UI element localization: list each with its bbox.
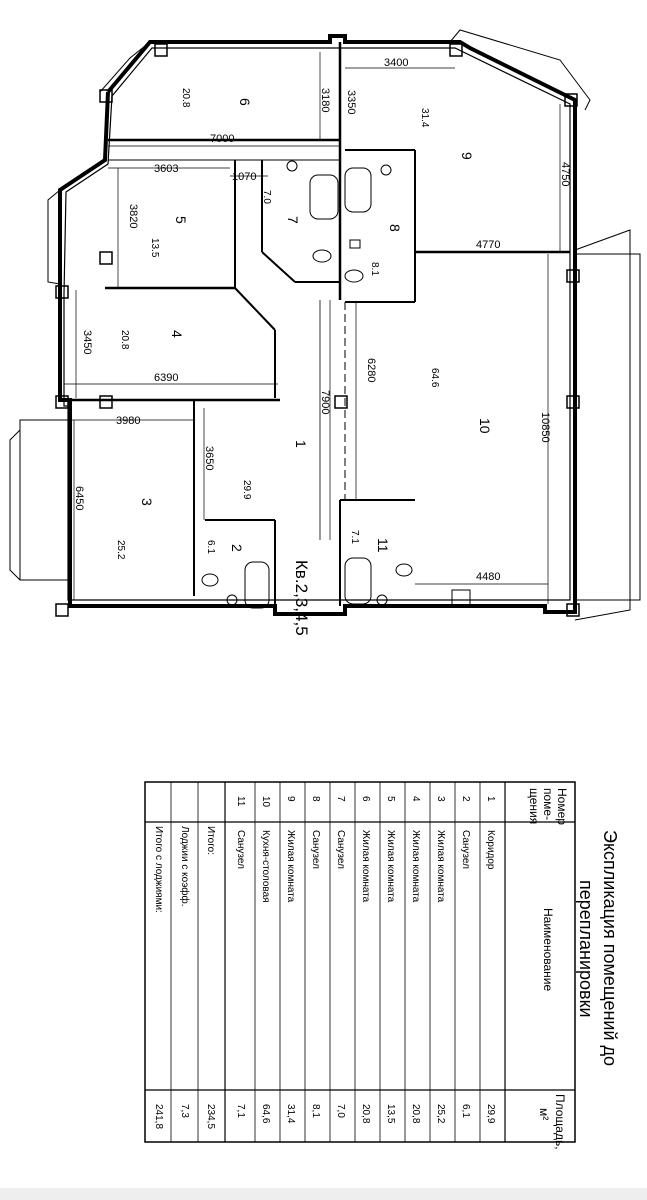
table-title: Экспликация помещений до перепланировки <box>576 830 620 1066</box>
dimension-label: 3980 <box>116 415 140 427</box>
table-row-area: 31,4 <box>285 1104 296 1124</box>
table-total-area: 234,5 <box>205 1104 216 1129</box>
table-row-name: Кухня-столовая <box>260 830 271 903</box>
room-area: 20.8 <box>119 330 130 350</box>
dimension-label: 3820 <box>127 204 139 228</box>
table-row-name: Санузел <box>310 830 321 869</box>
dimension-label: 3450 <box>81 330 93 354</box>
table-row-area: 13,5 <box>385 1104 396 1124</box>
header-area-unit: м² <box>537 1108 551 1120</box>
table-row-area: 6,1 <box>460 1104 471 1118</box>
room-number: 9 <box>459 152 475 160</box>
table-row-num: 5 <box>385 796 396 802</box>
table-row-area: 7,0 <box>335 1104 346 1118</box>
table-row-area: 20,8 <box>360 1104 371 1124</box>
dimension-label: 1070 <box>232 171 256 183</box>
table-row-area: 29,9 <box>485 1104 496 1124</box>
room-number: 1 <box>293 440 309 448</box>
table-row-name: Коридор <box>485 830 496 870</box>
dimension-label: 3350 <box>345 90 357 114</box>
table-row-name: Санузел <box>335 830 346 869</box>
bottom-scrollbar[interactable] <box>0 1188 647 1200</box>
table-row-name: Жилая комната <box>285 830 296 903</box>
table-row-num: 3 <box>435 796 446 802</box>
table-row-num: 1 <box>485 796 496 802</box>
table-title-line1: Экспликация помещений до <box>600 830 620 1066</box>
table-row-num: 10 <box>260 796 271 808</box>
room-number: 7 <box>285 216 301 224</box>
outer-wall <box>58 34 577 616</box>
dimension-label: 4480 <box>476 571 500 583</box>
table-row-num: 8 <box>310 796 321 802</box>
table-row-num: 4 <box>410 796 421 802</box>
table-row-num: 11 <box>235 796 246 807</box>
dimension-label: 7900 <box>319 390 331 414</box>
table-row-name: Жилая комната <box>360 830 371 903</box>
table-row-name: Жилая комната <box>410 830 421 903</box>
header-num: Номер <box>555 788 569 825</box>
room-number: 4 <box>169 330 185 338</box>
dimension-label: 4750 <box>559 162 571 186</box>
table-title-line2: перепланировки <box>576 880 596 1018</box>
flat-label: Кв.2,3,4,5 <box>292 560 311 636</box>
floor-plan: 6 20.8 9 31.4 5 13.5 7 7.0 8 8.1 4 20.8 … <box>9 29 641 636</box>
table-row-name: Санузел <box>460 830 471 869</box>
dimension-label: 10850 <box>539 412 551 443</box>
dimension-label: 7000 <box>210 133 234 145</box>
header-num-3: щения <box>527 788 541 824</box>
header-area: Площадь, <box>553 1094 567 1150</box>
table-row-area: 8,1 <box>310 1104 321 1118</box>
dimension-label: 6450 <box>73 486 85 510</box>
room-number: 6 <box>237 98 253 106</box>
room-area: 13.5 <box>149 238 160 258</box>
room-area: 25.2 <box>115 540 126 560</box>
table-row-num: 2 <box>460 796 471 802</box>
dimension-label: 6390 <box>154 372 178 384</box>
room-area: 29.9 <box>241 480 252 500</box>
room-area: 7.0 <box>261 190 272 204</box>
room-area: 31.4 <box>419 108 430 128</box>
room-area: 6.1 <box>205 540 216 554</box>
table-row-area: 20,8 <box>410 1104 421 1124</box>
dimension-label: 3603 <box>154 163 178 175</box>
dimension-label: 6280 <box>365 358 377 382</box>
table-row-area: 7,1 <box>235 1104 246 1118</box>
table-row-num: 9 <box>285 796 296 802</box>
room-number: 5 <box>173 216 189 224</box>
table-row-name: Жилая комната <box>385 830 396 903</box>
header-num-2: поме- <box>541 788 555 820</box>
table-total-name: Лоджии с коэфф. <box>179 826 191 907</box>
table-row-num: 6 <box>360 796 371 802</box>
table-total-name: Итого: <box>205 826 216 855</box>
dimension-label: 3650 <box>203 446 215 470</box>
dimension-label: 3180 <box>319 88 331 112</box>
room-number: 8 <box>387 224 403 232</box>
table-total-name: Итого с лоджиями: <box>153 826 164 913</box>
table-row-area: 25,2 <box>435 1104 446 1124</box>
table-row-num: 7 <box>335 796 346 802</box>
room-number: 2 <box>229 544 245 552</box>
dimension-label: 3400 <box>384 57 408 69</box>
room-area: 7.1 <box>349 530 360 544</box>
room-area: 8.1 <box>369 262 380 276</box>
room-area: 64.6 <box>429 368 440 388</box>
room-number: 10 <box>477 418 493 434</box>
table-total-area: 241,8 <box>153 1104 164 1129</box>
dimension-label: 4770 <box>476 239 500 251</box>
room-area: 20.8 <box>180 88 191 108</box>
table-row-area: 64,6 <box>260 1104 271 1124</box>
room-number: 3 <box>139 498 155 506</box>
header-name: Наименование <box>541 908 555 992</box>
table-total-area: 7,3 <box>179 1104 190 1118</box>
table-row-name: Жилая комната <box>435 830 446 903</box>
table-row-name: Санузел <box>235 830 246 869</box>
room-number: 11 <box>375 538 391 553</box>
